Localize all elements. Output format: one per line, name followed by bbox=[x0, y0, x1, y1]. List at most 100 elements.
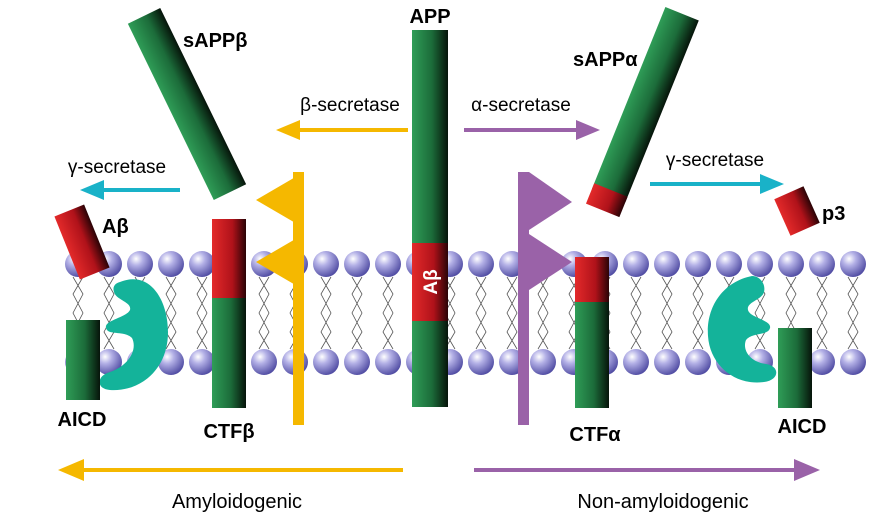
lipid-head bbox=[809, 349, 835, 375]
lipid-tail bbox=[692, 276, 704, 350]
ctf-beta-fragment bbox=[212, 219, 246, 408]
p3-fragment bbox=[774, 186, 820, 236]
lipid-tail bbox=[382, 276, 394, 350]
lipid-tail bbox=[196, 276, 208, 350]
app-intracellular-segment bbox=[412, 321, 448, 407]
membrane-top-leaflet bbox=[65, 251, 866, 277]
ctf-beta-abeta-segment bbox=[212, 219, 246, 298]
lipid-head bbox=[251, 349, 277, 375]
sapp-beta-label: sAPPβ bbox=[183, 30, 247, 52]
gamma-secretase-arrow-left bbox=[80, 180, 180, 200]
abeta-fragment bbox=[54, 204, 110, 280]
lipid-head bbox=[809, 251, 835, 277]
aicd-right-label: AICD bbox=[778, 416, 827, 438]
lipid-head bbox=[344, 349, 370, 375]
lipid-tail bbox=[692, 276, 704, 350]
lipid-tail bbox=[475, 276, 487, 350]
lipid-head bbox=[840, 251, 866, 277]
lipid-tail bbox=[816, 276, 828, 350]
lipid-head bbox=[127, 251, 153, 277]
app-abeta-segment bbox=[412, 243, 448, 321]
lipid-head bbox=[685, 349, 711, 375]
beta-secretase-label: β-secretase bbox=[300, 95, 400, 116]
gamma-secretase-right-label: γ-secretase bbox=[666, 150, 764, 171]
app-label: APP bbox=[409, 6, 450, 28]
lipid-head bbox=[778, 251, 804, 277]
lipid-head bbox=[747, 251, 773, 277]
lipid-tail bbox=[165, 276, 177, 350]
lipid-tail bbox=[444, 276, 456, 350]
lipid-tail bbox=[816, 276, 828, 350]
lipid-head bbox=[96, 349, 122, 375]
abeta-fragment-label: Aβ bbox=[102, 216, 129, 238]
lipid-head bbox=[158, 349, 184, 375]
ctf-alpha-p3-segment bbox=[575, 257, 609, 302]
ctf-alpha-fragment bbox=[575, 257, 609, 408]
lipid-head bbox=[189, 349, 215, 375]
app-abeta-label: Aβ bbox=[421, 269, 442, 294]
lipid-head bbox=[530, 349, 556, 375]
lipid-head bbox=[623, 251, 649, 277]
p3-label: p3 bbox=[822, 203, 845, 225]
lipid-tail bbox=[537, 276, 549, 350]
lipid-head bbox=[375, 251, 401, 277]
lipid-tail bbox=[351, 276, 363, 350]
lipid-head bbox=[840, 349, 866, 375]
lipid-tail bbox=[382, 276, 394, 350]
lipid-head bbox=[375, 349, 401, 375]
lipid-tail bbox=[351, 276, 363, 350]
lipid-head bbox=[158, 251, 184, 277]
alpha-secretase-label: α-secretase bbox=[471, 95, 571, 116]
gamma-secretase-enzyme-right bbox=[707, 276, 777, 383]
app-protein: Aβ bbox=[412, 30, 448, 407]
sapp-alpha-label: sAPPα bbox=[573, 49, 638, 71]
lipid-tail bbox=[103, 276, 115, 350]
lipid-tail bbox=[661, 276, 673, 350]
lipid-tail bbox=[320, 276, 332, 350]
sapp-beta-fragment bbox=[127, 8, 247, 200]
amyloidogenic-label: Amyloidogenic bbox=[172, 491, 302, 513]
lipid-tail bbox=[537, 276, 549, 350]
lipid-tail bbox=[258, 276, 270, 350]
ctf-alpha-aicd-segment bbox=[575, 302, 609, 408]
ctf-beta-aicd-segment bbox=[212, 298, 246, 408]
lipid-head bbox=[468, 251, 494, 277]
amyloidogenic-arrow bbox=[58, 459, 403, 481]
lipid-tail bbox=[165, 276, 177, 350]
ctf-alpha-label: CTFα bbox=[569, 424, 621, 446]
lipid-tail bbox=[847, 276, 859, 350]
lipid-tail bbox=[661, 276, 673, 350]
aicd-right-fragment bbox=[778, 328, 812, 408]
aicd-left-fragment bbox=[66, 320, 100, 400]
lipid-head bbox=[468, 349, 494, 375]
lipid-head bbox=[685, 251, 711, 277]
lipid-tail bbox=[475, 276, 487, 350]
lipid-head bbox=[313, 349, 339, 375]
alpha-secretase-enzyme bbox=[518, 172, 572, 425]
ctf-beta-label: CTFβ bbox=[203, 421, 254, 443]
lipid-head bbox=[654, 349, 680, 375]
lipid-tail bbox=[258, 276, 270, 350]
lipid-tail bbox=[630, 276, 642, 350]
lipid-tail bbox=[506, 276, 518, 350]
gamma-secretase-enzyme-left bbox=[99, 279, 168, 391]
lipid-tail bbox=[320, 276, 332, 350]
lipid-head bbox=[654, 251, 680, 277]
gamma-secretase-arrow-right bbox=[650, 174, 784, 194]
lipid-head bbox=[716, 251, 742, 277]
lipid-head bbox=[344, 251, 370, 277]
app-extracellular-segment bbox=[412, 30, 448, 243]
aicd-left-label: AICD bbox=[58, 409, 107, 431]
lipid-tail bbox=[196, 276, 208, 350]
lipid-tail bbox=[630, 276, 642, 350]
non-amyloidogenic-arrow bbox=[474, 459, 820, 481]
alpha-secretase-arrow bbox=[464, 120, 600, 140]
lipid-head bbox=[189, 251, 215, 277]
lipid-head bbox=[623, 349, 649, 375]
lipid-head bbox=[313, 251, 339, 277]
lipid-tail bbox=[103, 276, 115, 350]
sapp-alpha-fragment bbox=[585, 7, 699, 218]
gamma-secretase-left-label: γ-secretase bbox=[68, 157, 166, 178]
non-amyloidogenic-label: Non-amyloidogenic bbox=[577, 491, 748, 513]
